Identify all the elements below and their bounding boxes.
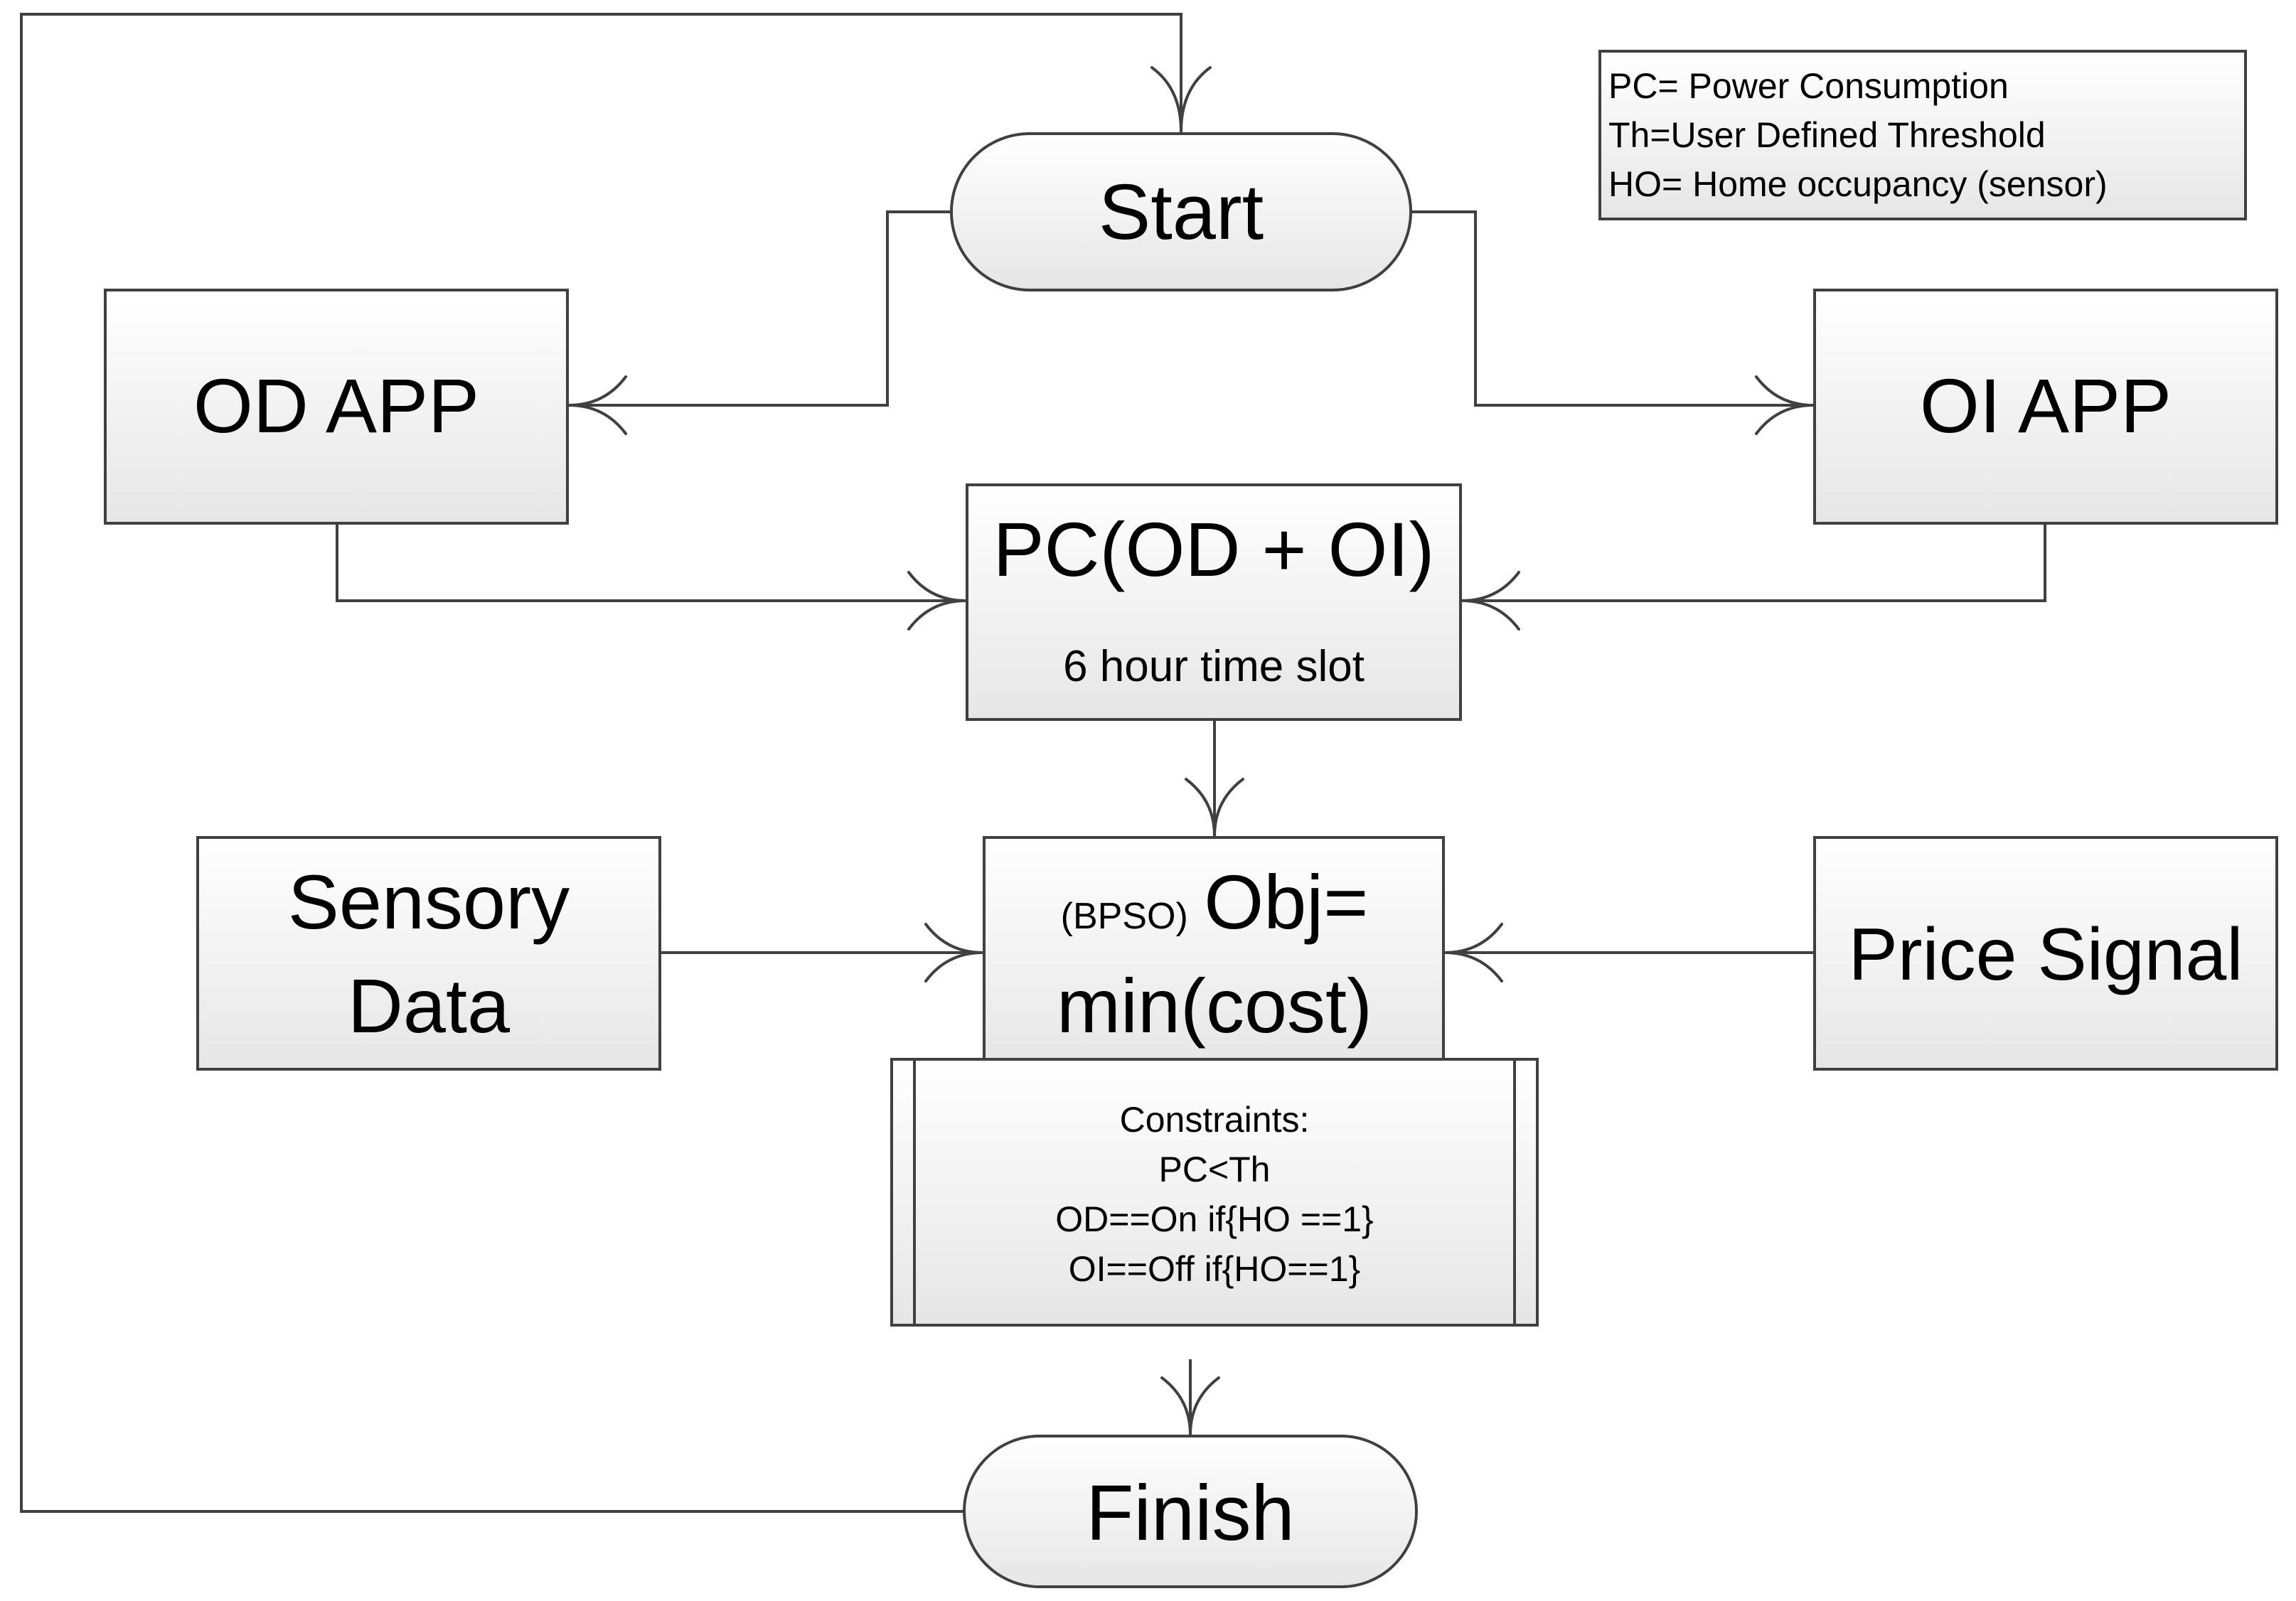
arrowhead-into-start (1150, 66, 1212, 133)
objective-label-line2: min(cost) (1057, 963, 1372, 1049)
finish-label: Finish (1086, 1469, 1294, 1557)
od-app-label: OD APP (193, 363, 479, 449)
sensory-data-label-line1: Sensory (288, 859, 570, 945)
loop-back-connector (20, 13, 1182, 1513)
od-app-box (104, 289, 569, 525)
price-signal-label: Price Signal (1849, 914, 2243, 996)
oi-to-pc-connector (1462, 523, 2046, 602)
start-to-od-connector (569, 210, 951, 407)
oi-app-label: OI APP (1920, 363, 2172, 449)
sensory-data-box (196, 836, 661, 1071)
constraints-line: Constraints: (1120, 1100, 1310, 1140)
objective-line1: Obj= (1204, 859, 1368, 945)
pc-subtitle: 6 hour time slot (1063, 642, 1365, 691)
sensory-data-label-line2: Data (348, 963, 511, 1049)
legend-line: HO= Home occupancy (sensor) (1608, 164, 2108, 204)
legend-line: PC= Power Consumption (1608, 66, 2009, 106)
constraints-box (890, 1058, 1539, 1327)
oi-app-node: OI APP (1813, 289, 2278, 525)
legend-box (1598, 50, 2247, 220)
connectors (20, 13, 2046, 1513)
start-node: Start (950, 132, 1412, 291)
finish-terminator (963, 1435, 1418, 1588)
pc-node: PC(OD + OI) 6 hour time slot (966, 483, 1462, 721)
pc-title: PC(OD + OI) (993, 506, 1434, 592)
constraints-line: OI==Off if{HO==1} (1069, 1249, 1360, 1289)
objective-node: (BPSO) Obj= min(cost) (983, 836, 1445, 1071)
objective-prefix: (BPSO) (1061, 896, 1188, 937)
finish-node: Finish (963, 1435, 1418, 1588)
od-to-pc-connector (336, 523, 966, 602)
objective-label-line1: (BPSO) Obj= (1061, 859, 1369, 945)
price-signal-box (1813, 836, 2278, 1071)
constraints-node: Constraints: PC<Th OD==On if{HO ==1} OI=… (890, 1058, 1539, 1327)
price-signal-node: Price Signal (1813, 836, 2278, 1071)
pc-box (966, 483, 1462, 721)
constraints-line: PC<Th (1158, 1150, 1270, 1189)
od-app-node: OD APP (104, 289, 569, 525)
constraints-line: OD==On if{HO ==1} (1055, 1199, 1374, 1239)
sensory-data-node: Sensory Data (196, 836, 661, 1071)
legend: PC= Power Consumption Th=User Defined Th… (1598, 50, 2247, 220)
start-label: Start (1099, 168, 1264, 256)
start-terminator (950, 132, 1412, 291)
oi-app-box (1813, 289, 2278, 525)
start-to-oi-connector (1411, 210, 1813, 407)
legend-line: Th=User Defined Threshold (1608, 115, 2046, 155)
